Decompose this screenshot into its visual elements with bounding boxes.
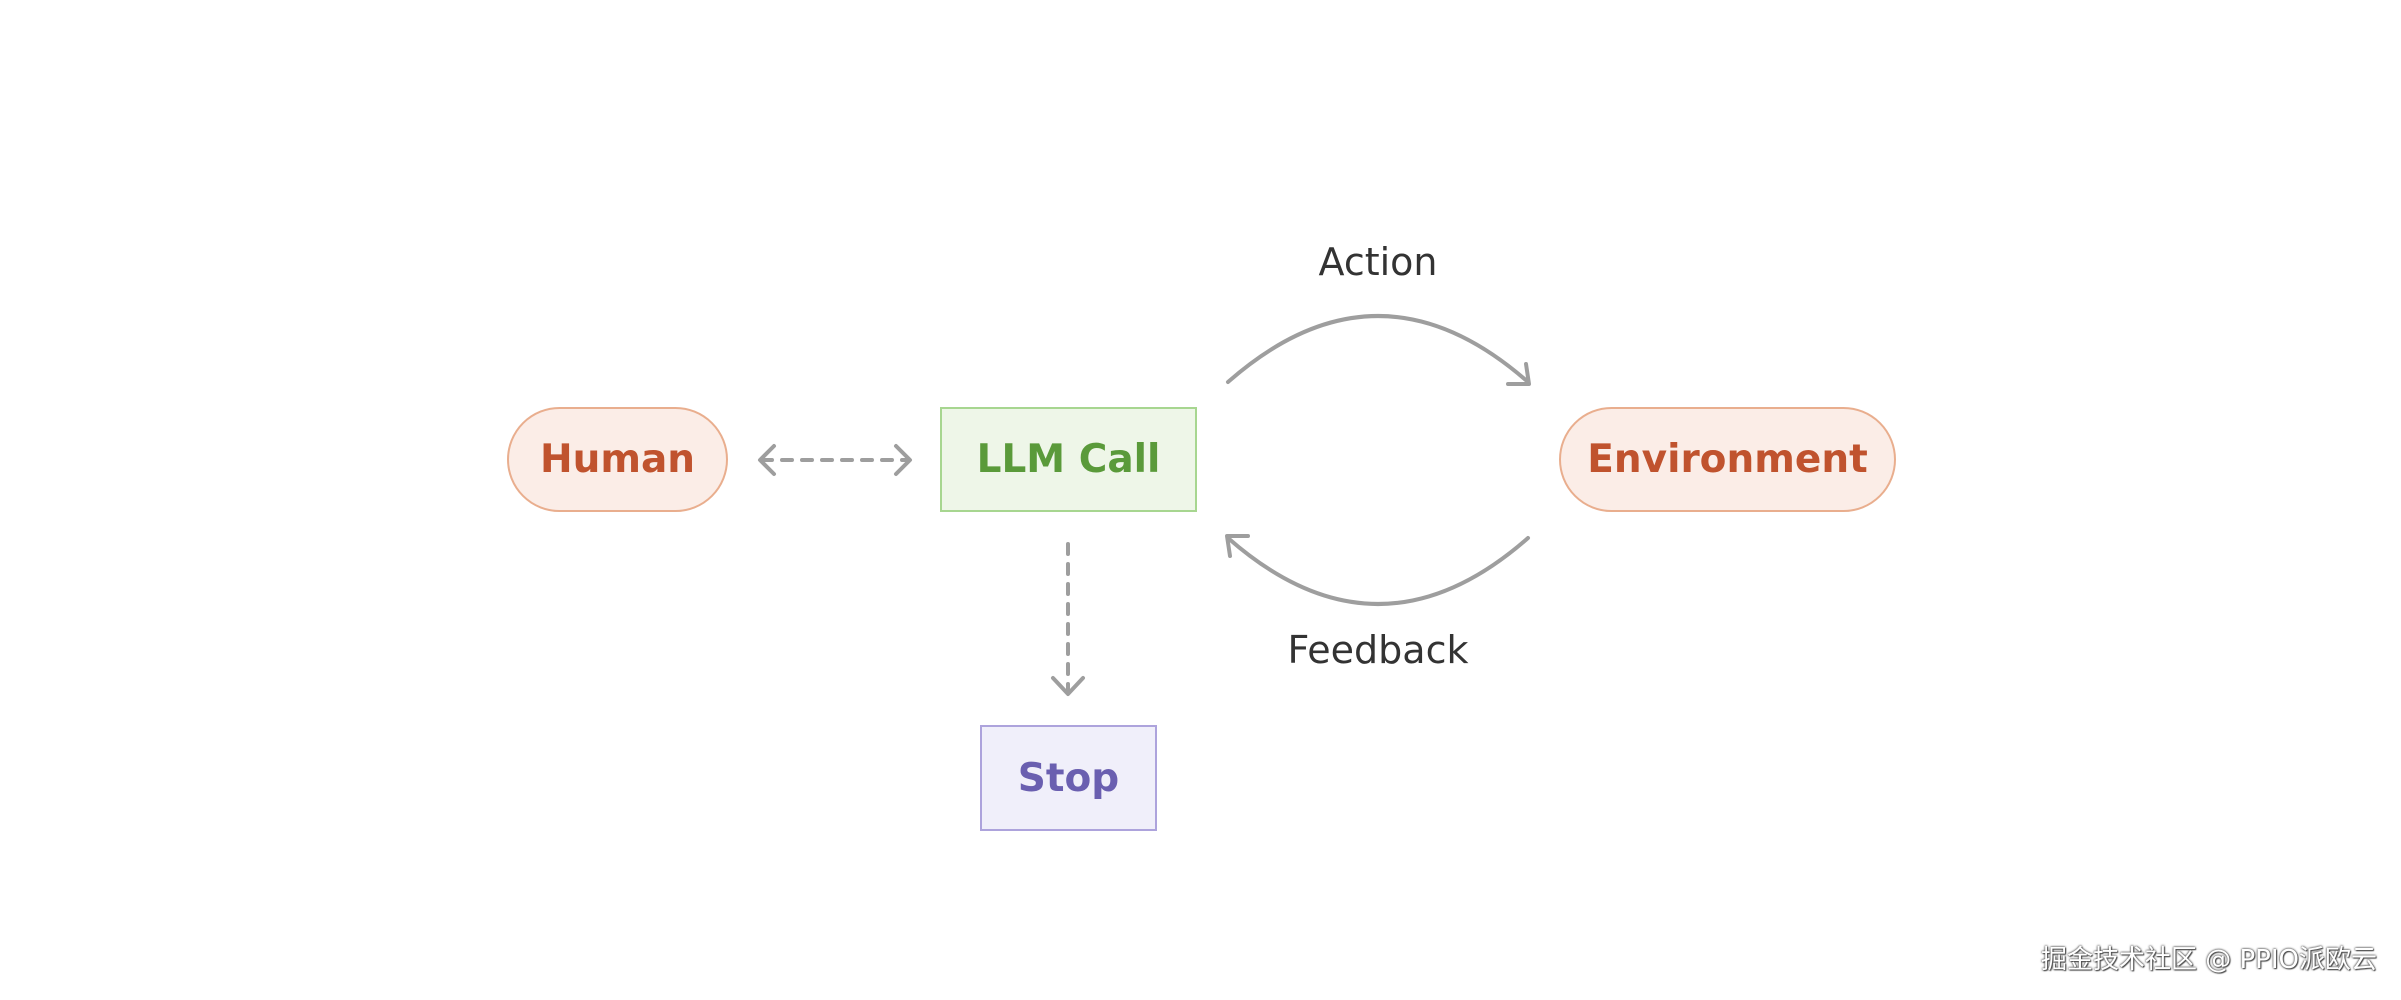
environment-node: Environment [1559, 407, 1896, 512]
feedback-label: Feedback [1287, 628, 1469, 672]
feedback-arrow [1225, 534, 1530, 606]
llm-stop-arrow [1051, 542, 1085, 696]
environment-node-label: Environment [1587, 437, 1868, 482]
human-node: Human [507, 407, 728, 512]
action-arrow [1226, 314, 1531, 386]
llm-call-node-label: LLM Call [976, 437, 1161, 482]
human-node-label: Human [539, 437, 696, 482]
stop-node: Stop [980, 725, 1157, 831]
llm-call-node: LLM Call [940, 407, 1197, 512]
action-label: Action [1318, 240, 1438, 284]
human-llm-arrow [758, 444, 912, 476]
stop-node-label: Stop [1017, 755, 1120, 801]
watermark: 掘金技术社区 @ PPIO派欧云 [2040, 945, 2377, 975]
